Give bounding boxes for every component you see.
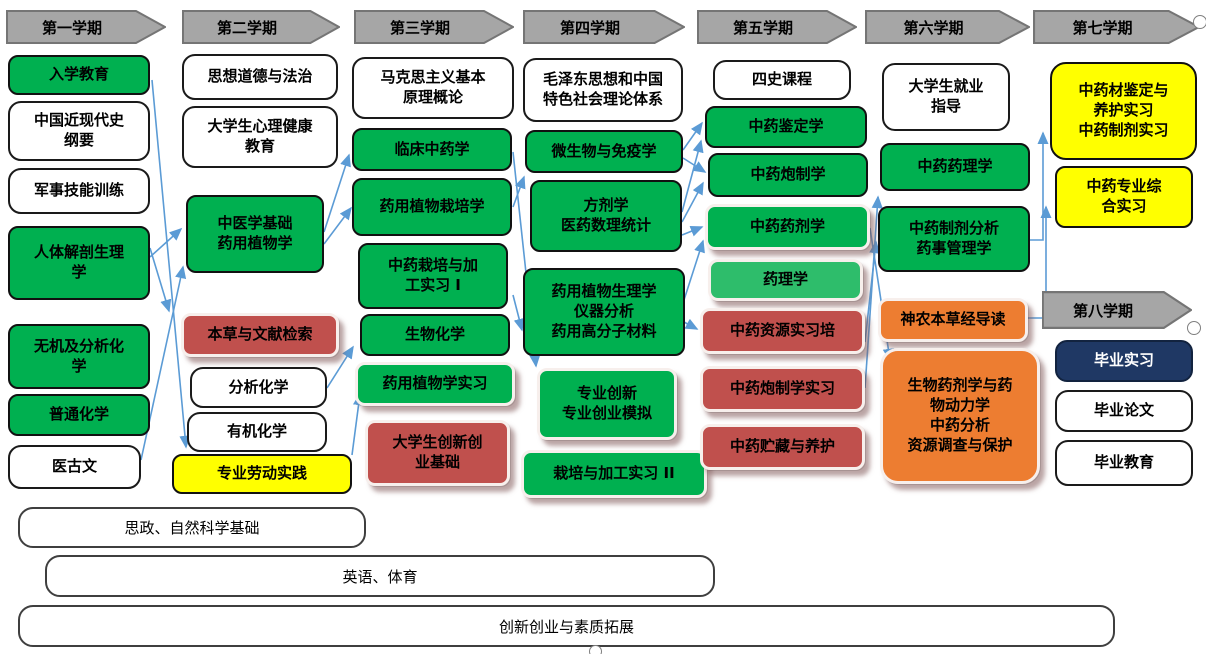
course-box-s7-c1: 中药材鉴定与 养护实习 中药制剂实习	[1050, 62, 1197, 160]
course-box-s8-c3: 毕业教育	[1055, 440, 1193, 486]
course-box-s2-c6: 有机化学	[187, 412, 327, 452]
connector-circle-2	[1187, 321, 1201, 335]
course-box-s1-c3: 军事技能训练	[8, 168, 150, 214]
course-box-s3-c4: 中药栽培与加 工实习 I	[358, 243, 508, 309]
semester-header-label: 第四学期	[559, 18, 620, 37]
semester-header-label: 第三学期	[389, 18, 450, 37]
connector-circle-3	[589, 645, 602, 654]
semester-header-4: 第四学期	[523, 10, 685, 44]
semester-header-2: 第二学期	[182, 10, 340, 44]
course-box-s3-c1: 马克思主义基本 原理概论	[352, 57, 514, 119]
course-box-s4-c4: 药用植物生理学 仪器分析 药用高分子材料	[523, 268, 685, 356]
course-box-s2-c3: 中医学基础 药用植物学	[186, 195, 324, 273]
course-box-s5-c2: 中药鉴定学	[705, 106, 867, 148]
course-box-s4-c2: 微生物与免疫学	[525, 130, 683, 173]
course-box-s6-c2: 中药药理学	[880, 143, 1030, 191]
course-box-s1-c5: 无机及分析化 学	[8, 324, 150, 389]
semester-header-7: 第七学期	[1033, 10, 1200, 44]
semester-header-label: 第七学期	[1072, 18, 1133, 37]
semester-header-8: 第八学期	[1042, 291, 1192, 329]
course-box-s5-c8: 中药贮藏与养护	[700, 424, 865, 470]
semester-header-label: 第六学期	[903, 18, 964, 37]
course-box-s8-c1: 毕业实习	[1055, 340, 1193, 382]
course-box-s4-c6: 栽培与加工实习 II	[521, 450, 707, 498]
category-bar-3: 创新创业与素质拓展	[18, 605, 1115, 647]
semester-header-5: 第五学期	[697, 10, 857, 44]
course-box-s1-c1: 入学教育	[8, 55, 150, 95]
course-box-s1-c6: 普通化学	[8, 394, 150, 436]
category-bar-2: 英语、体育	[45, 555, 715, 597]
course-box-s3-c7: 大学生创新创 业基础	[365, 420, 510, 486]
course-box-s2-c2: 大学生心理健康 教育	[182, 106, 338, 168]
course-box-s5-c7: 中药炮制学实习	[700, 366, 865, 412]
course-box-s2-c1: 思想道德与法治	[182, 54, 338, 100]
course-box-s1-c2: 中国近现代史 纲要	[8, 101, 150, 161]
course-box-s1-c7: 医古文	[8, 445, 141, 489]
course-box-s5-c3: 中药炮制学	[708, 153, 868, 197]
course-box-s2-c7: 专业劳动实践	[172, 454, 352, 494]
course-box-s5-c5: 药理学	[708, 259, 863, 301]
semester-header-label: 第二学期	[216, 18, 277, 37]
semester-header-1: 第一学期	[6, 10, 166, 44]
course-box-s5-c6: 中药资源实习培	[700, 308, 865, 354]
semester-header-label: 第八学期	[1072, 301, 1133, 320]
course-box-s6-c1: 大学生就业 指导	[882, 63, 1010, 131]
course-box-s8-c2: 毕业论文	[1055, 390, 1193, 432]
course-box-s3-c5: 生物化学	[360, 314, 510, 356]
course-box-s3-c2: 临床中药学	[352, 128, 512, 171]
semester-header-6: 第六学期	[865, 10, 1030, 44]
course-box-s4-c3: 方剂学 医药数理统计	[530, 180, 682, 252]
course-box-s1-c4: 人体解剖生理 学	[8, 226, 150, 300]
connector-circle-1	[1193, 15, 1206, 29]
category-bar-1: 思政、自然科学基础	[18, 507, 366, 548]
course-box-s2-c4: 本草与文献检索	[181, 313, 339, 357]
course-box-s4-c1: 毛泽东思想和中国 特色社会理论体系	[523, 58, 683, 122]
course-box-s3-c6: 药用植物学实习	[355, 362, 515, 406]
course-box-s6-c3: 中药制剂分析 药事管理学	[878, 206, 1030, 272]
semester-header-3: 第三学期	[354, 10, 514, 44]
course-box-s5-c4: 中药药剂学	[705, 204, 870, 250]
semester-header-label: 第一学期	[41, 18, 102, 37]
course-box-s6-c5: 生物药剂学与药 物动力学 中药分析 资源调查与保护	[880, 348, 1040, 484]
course-box-s3-c3: 药用植物栽培学	[352, 178, 512, 236]
course-box-s6-c4: 神农本草经导读	[878, 298, 1028, 342]
course-box-s7-c2: 中药专业综 合实习	[1055, 166, 1193, 228]
course-box-s4-c5: 专业创新 专业创业模拟	[537, 368, 677, 440]
course-box-s2-c5: 分析化学	[190, 367, 327, 408]
semester-header-label: 第五学期	[732, 18, 793, 37]
course-box-s5-c1: 四史课程	[713, 60, 851, 100]
